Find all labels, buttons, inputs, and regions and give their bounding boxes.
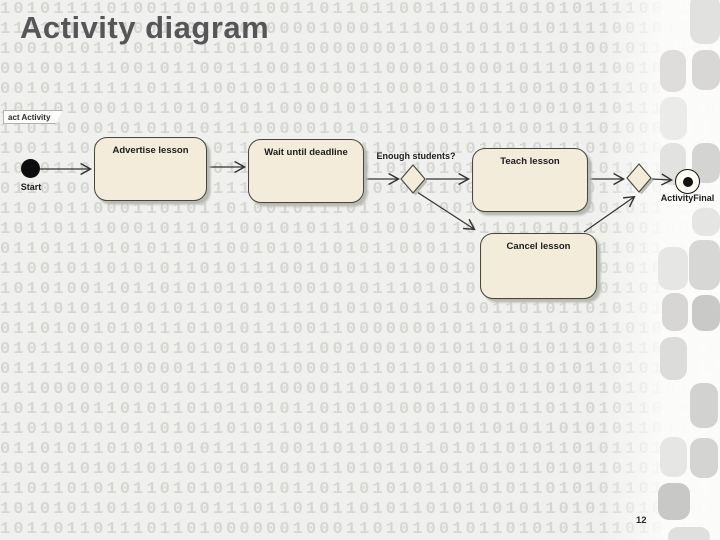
action-teach-lesson: Teach lesson — [472, 148, 588, 212]
initial-node-label: Start — [20, 182, 42, 192]
action-label: Wait until deadline — [264, 147, 348, 158]
action-label: Advertise lesson — [112, 145, 189, 156]
flow-cancel-merge — [583, 195, 636, 233]
activity-final-node — [675, 169, 700, 194]
decorative-tile — [660, 337, 687, 380]
frame-label-text: act Activity — [8, 113, 51, 122]
flow-merge-final — [651, 173, 674, 186]
decorative-tile — [660, 50, 686, 92]
decorative-tile — [690, 438, 718, 478]
decorative-tile — [660, 437, 687, 477]
action-advertise-lesson: Advertise lesson — [94, 137, 207, 201]
decorative-tile — [690, 383, 718, 428]
action-cancel-lesson: Cancel lesson — [480, 233, 597, 299]
decorative-tile — [692, 50, 720, 90]
page-number: 12 — [636, 515, 647, 526]
decorative-tile — [662, 293, 688, 331]
action-label: Teach lesson — [500, 156, 560, 167]
action-label: Cancel lesson — [506, 241, 571, 252]
decision-node — [400, 164, 426, 194]
initial-node — [21, 159, 40, 178]
decorative-tile — [690, 0, 720, 44]
decorative-tile — [658, 247, 688, 290]
decorative-tile — [692, 295, 720, 331]
flow-decision-cancel — [416, 191, 476, 231]
slide-title: Activity diagram — [20, 10, 270, 45]
action-wait-until-deadline: Wait until deadline — [248, 139, 364, 203]
decorative-tile — [660, 97, 687, 140]
decorative-tile — [692, 208, 720, 236]
decorative-tile — [668, 527, 710, 540]
activity-final-label: ActivityFinal — [660, 193, 715, 203]
decision-guard-label: Enough students? — [376, 151, 456, 161]
decorative-tile — [689, 240, 720, 290]
decorative-tile — [658, 483, 690, 520]
merge-node — [626, 163, 652, 193]
activity-final-dot — [682, 176, 693, 187]
